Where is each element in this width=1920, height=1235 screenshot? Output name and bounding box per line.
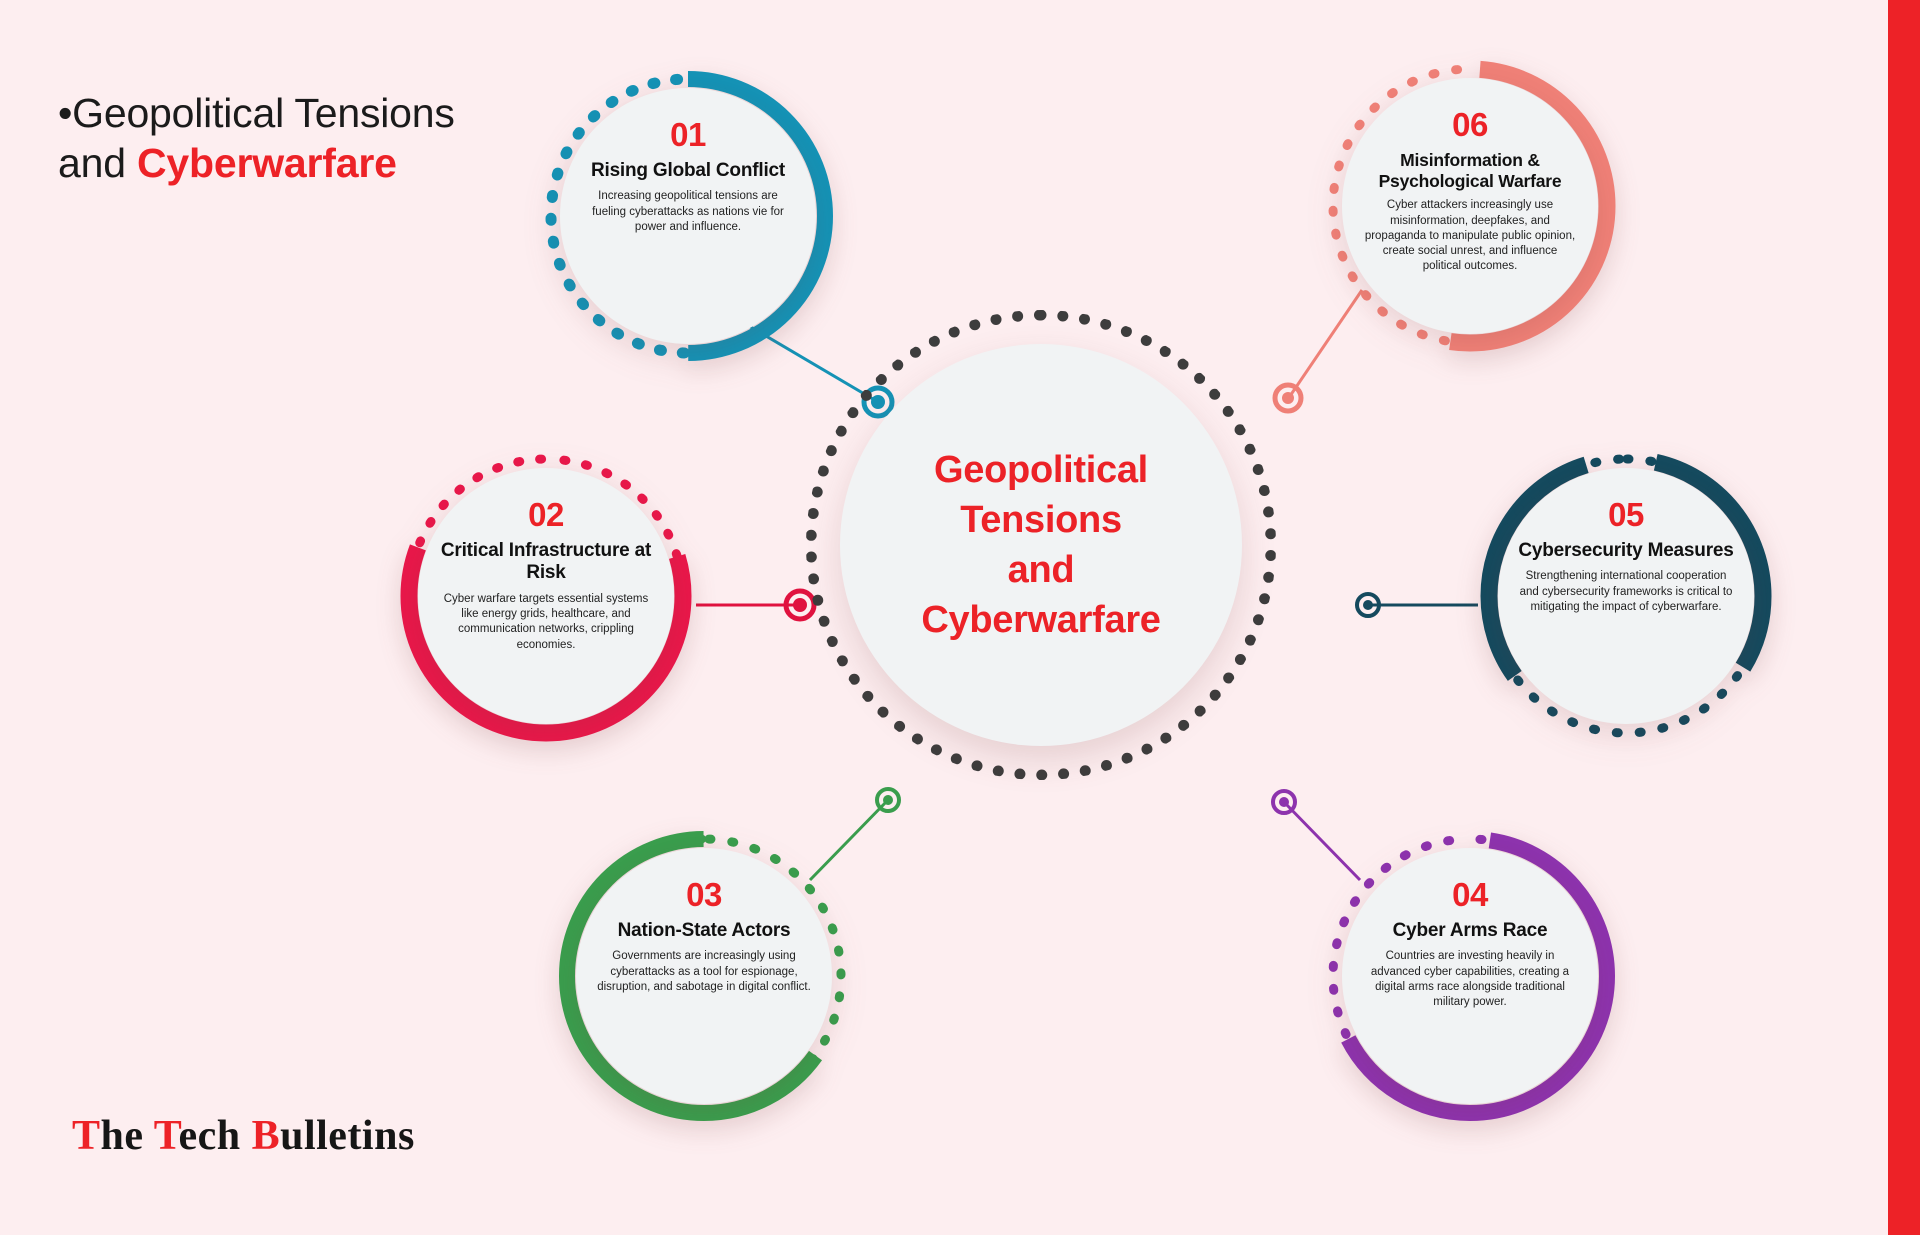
- logo-t1: T: [72, 1113, 101, 1159]
- node-05-number: 05: [1608, 496, 1644, 533]
- node-06-title: Misinformation & Psychological Warfare: [1378, 150, 1562, 191]
- node-01-number: 01: [670, 116, 706, 153]
- logo-b: B: [251, 1113, 281, 1159]
- node-02-number: 02: [528, 496, 564, 533]
- node-06-number: 06: [1452, 106, 1488, 143]
- node-05-title: Cybersecurity Measures: [1518, 540, 1734, 561]
- logo-ech: ech: [178, 1113, 252, 1159]
- node-04-title: Cyber Arms Race: [1392, 920, 1548, 941]
- node-03-number: 03: [686, 876, 722, 913]
- title-line2-plain: and: [58, 140, 137, 187]
- node-06[interactable]: 06 Misinformation & Psychological Warfar…: [1320, 56, 1620, 356]
- node-03[interactable]: 03 Nation-State Actors Governments are i…: [554, 826, 854, 1126]
- node-04[interactable]: 04 Cyber Arms Race Countries are investi…: [1320, 826, 1620, 1126]
- node-03-title: Nation-State Actors: [617, 920, 791, 941]
- node-05-ring: [1480, 450, 1772, 742]
- node-01-ring: [543, 71, 833, 361]
- title-line2-accent: Cyberwarfare: [137, 140, 397, 187]
- node-03-description: Governments are increasingly using cyber…: [597, 950, 811, 993]
- hub-dotted-ring: [806, 310, 1276, 780]
- node-02-title: Critical Infrastructure at Risk: [440, 540, 652, 584]
- page-title: •Geopolitical Tensions and Cyberwarfare: [58, 88, 578, 188]
- node-02-ring: [400, 450, 692, 742]
- hub-disc: Geopolitical Tensions and Cyberwarfare: [840, 344, 1242, 746]
- logo-he: he: [100, 1113, 154, 1159]
- node-01-title: Rising Global Conflict: [590, 160, 786, 181]
- central-hub[interactable]: Geopolitical Tensions and Cyberwarfare: [806, 310, 1276, 780]
- hub-title-line2: and: [1007, 549, 1075, 591]
- node-03-card: 03 Nation-State Actors Governments are i…: [576, 848, 832, 1104]
- node-02[interactable]: 02 Critical Infrastructure at Risk Cyber…: [396, 446, 696, 746]
- node-05[interactable]: 05 Cybersecurity Measures Strengthening …: [1476, 446, 1776, 746]
- brand-logo: The Tech Bulletins: [72, 1112, 415, 1160]
- node-04-description: Countries are investing heavily in advan…: [1370, 950, 1570, 1009]
- node-01[interactable]: 01 Rising Global Conflict Increasing geo…: [538, 66, 838, 366]
- node-02-card: 02 Critical Infrastructure at Risk Cyber…: [418, 468, 674, 724]
- node-01-description: Increasing geopolitical tensions are fue…: [592, 190, 784, 233]
- node-04-number: 04: [1452, 876, 1488, 913]
- hub-title-line3: Cyberwarfare: [921, 599, 1161, 642]
- node-05-card: 05 Cybersecurity Measures Strengthening …: [1498, 468, 1754, 724]
- logo-ulletins: ulletins: [280, 1113, 415, 1159]
- hub-title: Geopolitical Tensions and Cyberwarfare: [840, 445, 1242, 646]
- node-04-ring: [1325, 831, 1615, 1121]
- node-06-card: 06 Misinformation & Psychological Warfar…: [1342, 78, 1598, 334]
- hub-title-line1: Geopolitical Tensions: [934, 448, 1148, 541]
- node-06-ring: [1324, 60, 1616, 352]
- node-05-description: Strengthening international cooperation …: [1519, 570, 1733, 613]
- node-01-card: 01 Rising Global Conflict Increasing geo…: [560, 88, 816, 344]
- title-line1: Geopolitical Tensions: [72, 90, 455, 136]
- node-03-ring: [559, 831, 849, 1121]
- logo-t2: T: [153, 1113, 179, 1159]
- title-bullet: •: [58, 90, 73, 136]
- right-edge-bar: [1888, 0, 1920, 1235]
- node-02-description: Cyber warfare targets essential systems …: [443, 592, 649, 651]
- node-06-description: Cyber attackers increasingly use misinfo…: [1364, 199, 1576, 273]
- node-04-card: 04 Cyber Arms Race Countries are investi…: [1342, 848, 1598, 1104]
